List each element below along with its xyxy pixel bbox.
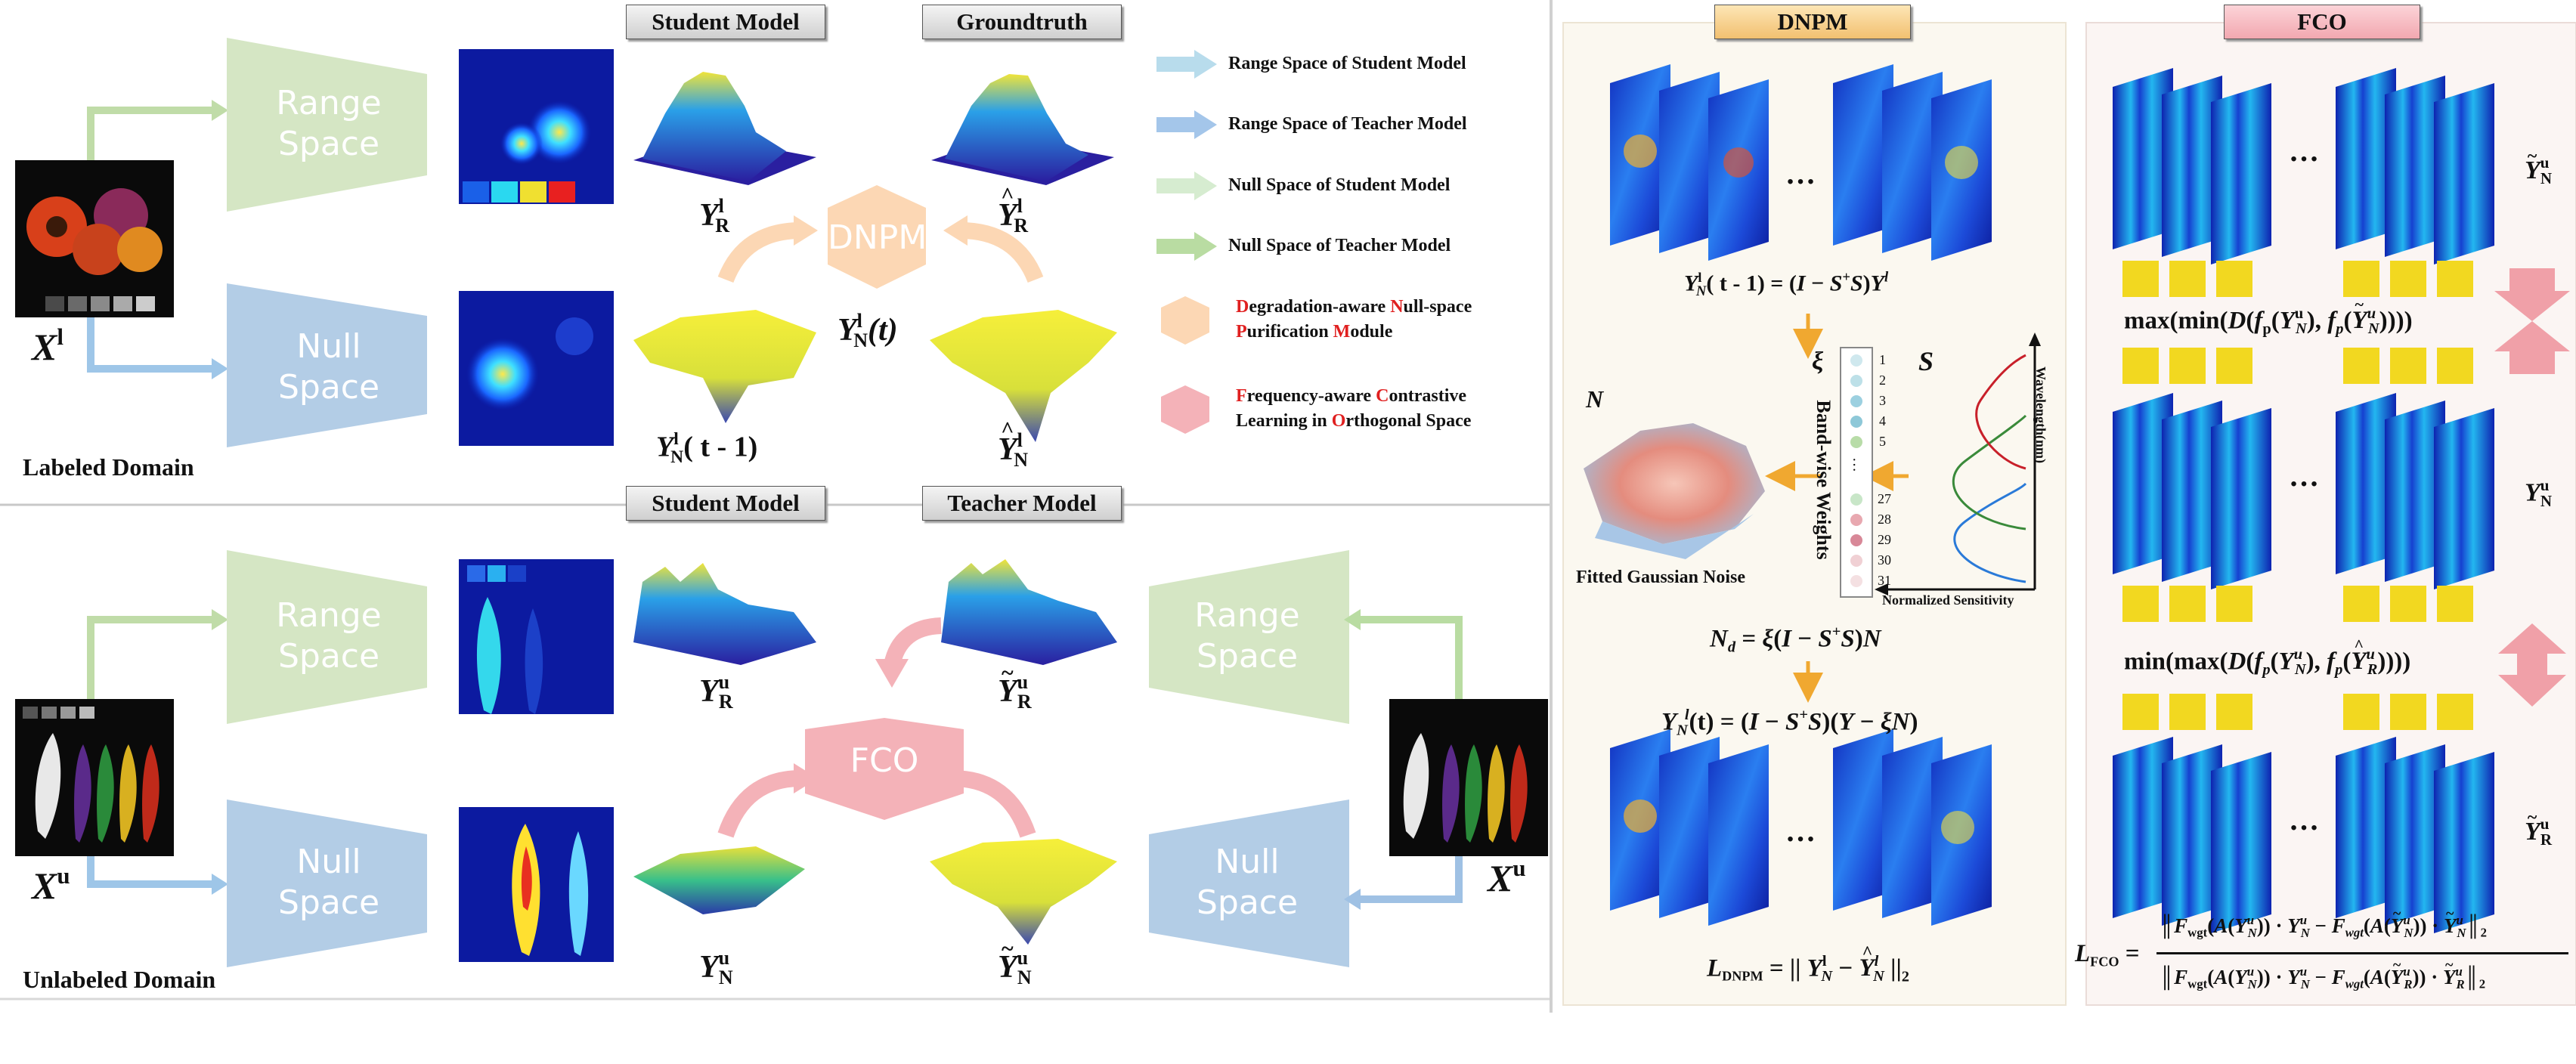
legend-range-teacher: Range Space of Teacher Model [1228, 114, 1467, 134]
dnpm-top-ellipsis: … [1785, 156, 1816, 190]
legend-fco: Frequency-aware Contrastive Learning in … [1236, 386, 1472, 431]
legend-dnpm: Degradation-aware Null-space Purificatio… [1236, 297, 1472, 342]
legend-null-student: Null Space of Student Model [1228, 175, 1451, 195]
wavelength-axis-label: Wavelength(nm) [2033, 367, 2048, 463]
band-3: 3 [1879, 393, 1886, 408]
range-space-label-labeled: Range Space [276, 84, 382, 163]
fco-top-ellipsis: … [2289, 134, 2319, 168]
dnpm-panel-title: DNPM [1714, 5, 1911, 39]
dnpm-equation-2: Nd = ξ(I − S+S)N [1710, 623, 1881, 656]
groundtruth-title: Groundtruth [922, 5, 1122, 39]
fco-equation-min-max: min(max(D(fp(YuN), fp(Y^uR)))) [2124, 636, 2411, 679]
y-r-u-label: YuR [699, 671, 733, 713]
x-l-label: Xl [32, 323, 63, 369]
fco-bottom-ellipsis: … [2289, 803, 2319, 837]
fco-panel-title: FCO [2224, 5, 2420, 39]
band-30: 30 [1878, 552, 1891, 568]
labeled-domain-label: Labeled Domain [23, 453, 194, 481]
y-tilde-n-u-label: Y~uN [998, 936, 1032, 989]
band-28: 28 [1878, 512, 1891, 527]
y-n-t-minus-1-label: YlN( t - 1) [656, 429, 758, 467]
unlabeled-domain-label: Unlabeled Domain [23, 966, 216, 993]
x-u-teacher-label: Xu [1488, 855, 1526, 900]
student-model-title-labeled: Student Model [626, 5, 825, 39]
sensitivity-axis-label: Normalized Sensitivity [1882, 592, 2014, 608]
fco-y-tilde-r-u-bottom: Y~uR [2525, 807, 2553, 849]
fco-mid-ellipsis: … [2289, 459, 2319, 493]
null-space-label-labeled: Null Space [277, 327, 380, 407]
null-space-label-unlabeled: Null Space [277, 843, 380, 922]
band-1: 1 [1879, 352, 1886, 367]
n-symbol: N [1586, 385, 1604, 413]
dnpm-hexagon-label: DNPM [828, 218, 927, 257]
fco-equation-max-min: max(min(D(fp(YuN), fp(Y~uN)))) [2124, 295, 2413, 338]
range-space-label-teacher: Range Space [1194, 596, 1300, 676]
y-hat-r-l-label: Y^lR [998, 182, 1028, 237]
dnpm-equation-3: YNl(t) = (I − S+S)(Y − ξN) [1661, 707, 1918, 739]
band-5: 5 [1879, 434, 1886, 449]
dnpm-equation-1: YlN( t - 1) = (I − S+S)Yl [1684, 269, 1889, 300]
dnpm-bottom-ellipsis: … [1785, 814, 1816, 848]
student-model-title-unlabeled: Student Model [626, 486, 825, 521]
y-tilde-r-u-label: Y~uR [998, 660, 1032, 713]
band-2: 2 [1879, 373, 1886, 388]
fco-hexagon-label: FCO [850, 741, 919, 780]
xi-symbol: ξ [1812, 348, 1824, 376]
y-n-t-label: YlN(t) [838, 310, 898, 352]
fitted-gaussian-noise-label: Fitted Gaussian Noise [1576, 568, 1746, 587]
teacher-model-title: Teacher Model [922, 486, 1122, 521]
fco-y-n-u-mid: YuN [2525, 476, 2553, 511]
dnpm-loss: LDNPM = || YlN − Y^lN ||2 [1707, 943, 1909, 985]
legend-range-student: Range Space of Student Model [1228, 54, 1466, 73]
range-space-label-unlabeled: Range Space [276, 596, 382, 676]
band-29: 29 [1878, 532, 1891, 547]
y-hat-n-l-label: Y^lN [998, 416, 1028, 472]
null-space-label-teacher: Null Space [1196, 843, 1299, 922]
band-wise-weights-label: Band-wise Weights [1813, 400, 1834, 560]
band-4: 4 [1879, 413, 1886, 428]
y-n-u-label: YuN [699, 947, 733, 989]
y-r-l-label: YlR [699, 195, 729, 237]
s-symbol: S [1918, 346, 1934, 376]
fco-loss: LFCO = ║Fwgt(A(YuN)) · YuN − Fwgt(A(Y~uN… [2075, 905, 2574, 1005]
fco-y-tilde-n-u-top: Y~uN [2525, 146, 2553, 188]
legend-null-teacher: Null Space of Teacher Model [1228, 236, 1451, 255]
band-ellipsis: … [1850, 457, 1866, 472]
band-27: 27 [1878, 491, 1891, 506]
x-u-label: Xu [32, 862, 70, 908]
band-31: 31 [1878, 573, 1891, 588]
